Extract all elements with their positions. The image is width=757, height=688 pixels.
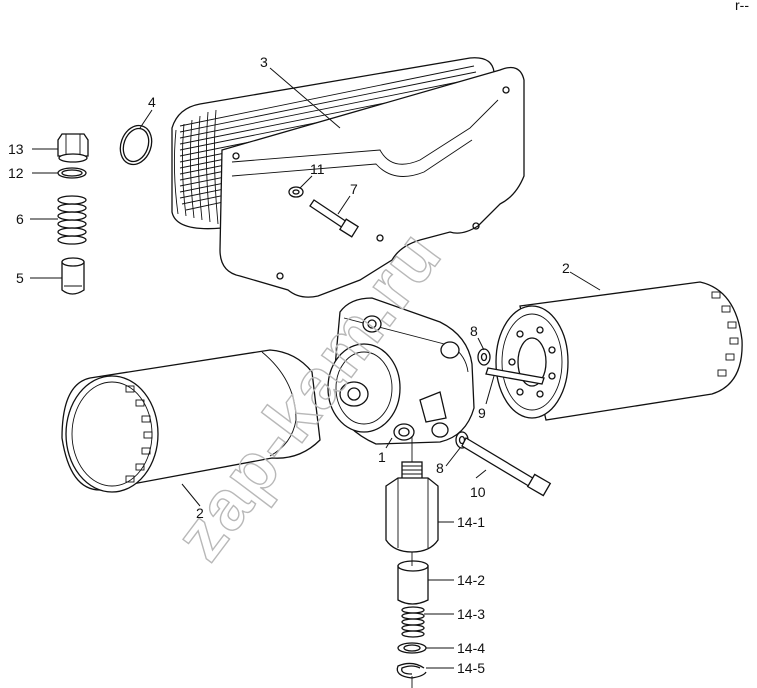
spring-14-3 bbox=[401, 606, 425, 638]
leader-lines bbox=[30, 67, 601, 669]
callout-2-right: 2 bbox=[562, 260, 570, 276]
valve-5 bbox=[61, 257, 85, 295]
callout-14-4: 14-4 bbox=[457, 640, 485, 656]
callout-12: 12 bbox=[8, 165, 24, 181]
callout-14-1: 14-1 bbox=[457, 514, 485, 530]
filter-left bbox=[61, 349, 321, 493]
callout-13: 13 bbox=[8, 141, 24, 157]
callout-2-left: 2 bbox=[196, 505, 204, 521]
washer-14-4 bbox=[397, 642, 427, 654]
washer-8-upper bbox=[477, 348, 491, 366]
washer-11 bbox=[288, 186, 304, 198]
bolt-10 bbox=[461, 437, 552, 497]
corner-mark: r-- bbox=[735, 0, 749, 13]
circlip-14-5 bbox=[396, 662, 427, 679]
bolt-9 bbox=[485, 367, 545, 385]
plug-13 bbox=[57, 133, 89, 163]
bolt-7 bbox=[309, 199, 360, 238]
callout-4: 4 bbox=[148, 94, 156, 110]
callout-8-upper: 8 bbox=[470, 323, 478, 339]
callout-14-5: 14-5 bbox=[457, 660, 485, 676]
callout-10: 10 bbox=[470, 484, 486, 500]
callout-9: 9 bbox=[478, 405, 486, 421]
oil-cooler bbox=[171, 57, 525, 298]
callout-8-lower: 8 bbox=[436, 460, 444, 476]
callout-5: 5 bbox=[16, 270, 24, 286]
callout-1: 1 bbox=[378, 449, 386, 465]
filter-housing-1 bbox=[327, 297, 475, 445]
callout-7: 7 bbox=[350, 181, 358, 197]
sleeve-14-2 bbox=[397, 560, 429, 605]
adapter-14-1 bbox=[385, 461, 439, 553]
callout-14-2: 14-2 bbox=[457, 572, 485, 588]
callout-11: 11 bbox=[310, 161, 325, 177]
callout-6: 6 bbox=[16, 211, 24, 227]
gasket-12 bbox=[57, 167, 87, 179]
spring-6 bbox=[57, 195, 87, 245]
o-ring-4 bbox=[119, 124, 153, 166]
callout-labels: 3 4 13 12 6 5 11 7 2 2 8 9 8 1 10 14-1 1… bbox=[8, 54, 570, 676]
filter-right bbox=[495, 281, 743, 421]
callout-3: 3 bbox=[260, 54, 268, 70]
callout-14-3: 14-3 bbox=[457, 606, 485, 622]
